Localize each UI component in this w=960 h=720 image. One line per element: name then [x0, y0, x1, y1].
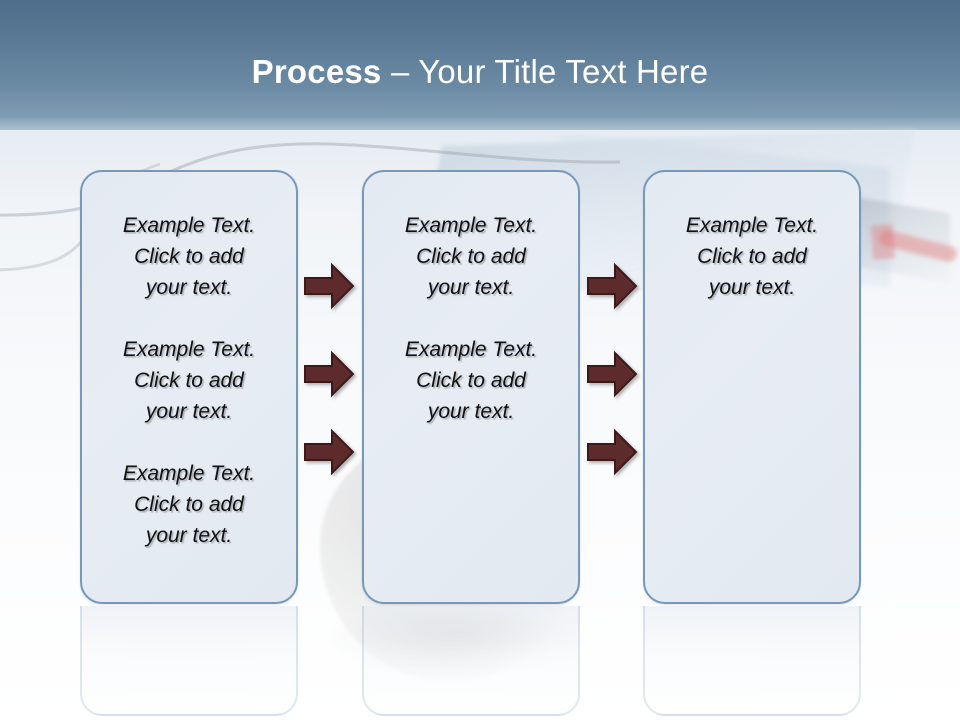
- box-reflection-1: [80, 606, 298, 716]
- process-box-3[interactable]: Example Text. Click to add your text.: [643, 170, 861, 604]
- arrow-right-icon-left-2[interactable]: [303, 350, 355, 398]
- arrow-right-icon-left-1[interactable]: [303, 262, 355, 310]
- process-box-1[interactable]: Example Text. Click to add your text. Ex…: [80, 170, 298, 604]
- text-spacer: [378, 303, 564, 334]
- process-text-1-2[interactable]: Example Text. Click to add your text.: [122, 338, 256, 423]
- box-reflection-2: [362, 606, 580, 716]
- text-spacer: [96, 427, 282, 458]
- arrow-right-icon-left-3[interactable]: [303, 428, 355, 476]
- process-text-2-2[interactable]: Example Text. Click to add your text.: [404, 338, 538, 423]
- title-strong: Process: [251, 53, 382, 90]
- box-reflection-3: [643, 606, 861, 716]
- slide-title: Process – Your Title Text Here: [0, 52, 960, 92]
- process-text-2-1[interactable]: Example Text. Click to add your text.: [404, 214, 538, 299]
- process-box-2[interactable]: Example Text. Click to add your text. Ex…: [362, 170, 580, 604]
- title-dash: –: [381, 53, 419, 90]
- text-spacer: [96, 303, 282, 334]
- arrow-right-icon-right-2[interactable]: [586, 350, 638, 398]
- arrow-right-icon-right-3[interactable]: [586, 428, 638, 476]
- header-gradient-band: [0, 0, 960, 140]
- process-text-1-1[interactable]: Example Text. Click to add your text.: [122, 214, 256, 299]
- title-rest: Your Title Text Here: [418, 53, 709, 90]
- process-text-1-3[interactable]: Example Text. Click to add your text.: [122, 462, 256, 547]
- arrow-right-icon-right-1[interactable]: [586, 262, 638, 310]
- process-text-3-1[interactable]: Example Text. Click to add your text.: [685, 214, 819, 299]
